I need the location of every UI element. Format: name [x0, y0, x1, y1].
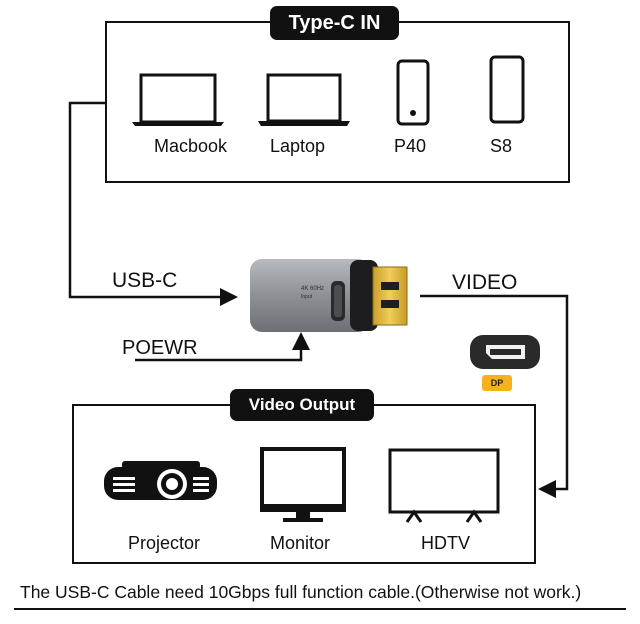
- usb-c-to-dp-adapter: 4K 60Hz Input: [250, 259, 408, 332]
- adapter-print-sub: Input: [301, 294, 313, 300]
- footer-note: The USB-C Cable need 10Gbps full functio…: [20, 582, 582, 602]
- dp-port-icon: [470, 335, 540, 369]
- device-label-s8: S8: [490, 136, 513, 156]
- footer-underline: [14, 608, 626, 610]
- video-label: VIDEO: [452, 271, 518, 294]
- device-label-monitor: Monitor: [270, 533, 331, 553]
- projector-icon: [104, 461, 217, 500]
- device-label-macbook: Macbook: [154, 136, 228, 156]
- phone-icon: [396, 59, 430, 126]
- laptop-icon: [258, 73, 350, 126]
- power-label: POEWR: [122, 337, 198, 359]
- device-label-laptop: Laptop: [270, 136, 326, 156]
- phone-icon: [489, 55, 525, 124]
- macbook-icon: [132, 73, 224, 126]
- video-connection-line: [420, 294, 569, 498]
- video-output-title: Video Output: [230, 389, 374, 421]
- type-c-in-title: Type-C IN: [270, 6, 399, 40]
- usb-c-connection-line: [68, 101, 238, 306]
- adapter-print: 4K 60Hz: [301, 286, 324, 292]
- dp-tag: DP: [482, 375, 512, 391]
- power-connection-line: [135, 332, 310, 362]
- monitor-icon: [260, 447, 346, 522]
- device-label-projector: Projector: [128, 533, 201, 553]
- device-label-hdtv: HDTV: [421, 533, 470, 553]
- device-label-p40: P40: [394, 136, 427, 156]
- hdtv-icon: [388, 448, 500, 523]
- usb-c-label: USB-C: [112, 269, 178, 292]
